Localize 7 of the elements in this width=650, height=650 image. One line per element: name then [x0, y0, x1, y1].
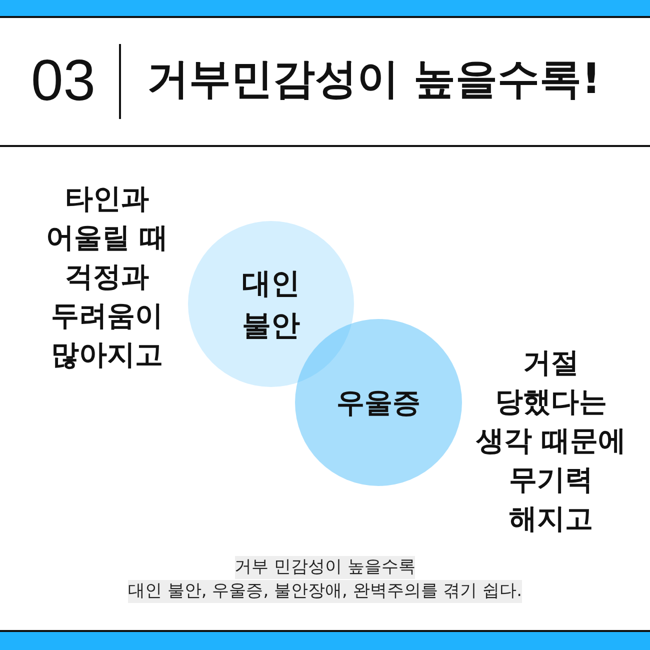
description-text: 거절 당했다는 생각 때문에 무기력 해지고	[475, 345, 627, 537]
section-number: 03	[31, 49, 96, 113]
title: 거부민감성이 높을수록!	[147, 54, 601, 104]
description-text: 타인과 어울릴 때 걱정과 두려움이 많아지고	[45, 181, 169, 373]
circle-label: 대인 불안	[241, 265, 301, 344]
circle-label: 우울증	[336, 384, 420, 420]
caption: 거부 민감성이 높을수록 대인 불안, 우울증, 불안장애, 완벽주의를 겪기 쉽다.	[128, 555, 522, 603]
